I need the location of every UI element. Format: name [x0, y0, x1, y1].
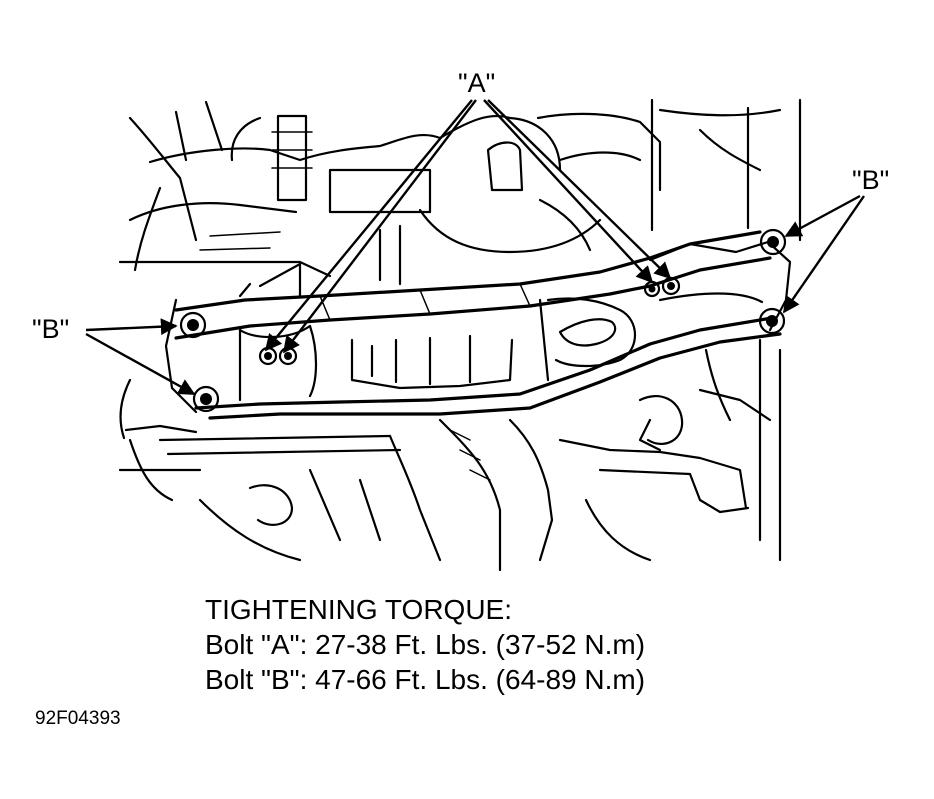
bolt-a-left-pair [258, 346, 298, 366]
bolt-b-left-lower [192, 385, 220, 413]
arrow-a-right-2 [487, 99, 672, 280]
crossmember [164, 230, 792, 420]
torque-bolt-a: Bolt "A": 27-38 Ft. Lbs. (37-52 N.m) [205, 629, 646, 660]
arrow-b-right-upper [784, 194, 861, 238]
torque-spec-block: TIGHTENING TORQUE: Bolt "A": 27-38 Ft. L… [205, 592, 645, 697]
lower-assemblies [118, 338, 782, 572]
arrow-b-left-lower [85, 332, 196, 396]
torque-heading: TIGHTENING TORQUE: [205, 594, 512, 625]
arrow-a-right-1 [483, 99, 654, 284]
callout-a-label: "A" [458, 68, 496, 98]
bolt-b-left-upper [179, 311, 207, 339]
figure-id: 92F04393 [35, 708, 121, 729]
arrow-b-right-lower [783, 195, 865, 314]
leader-arrows [85, 99, 865, 396]
arrow-b-left-upper [85, 318, 178, 336]
callout-b-left-label: "B" [32, 314, 70, 344]
engine-background [118, 98, 802, 286]
torque-bolt-b: Bolt "B": 47-66 Ft. Lbs. (64-89 N.m) [205, 664, 646, 695]
callout-b-right-label: "B" [852, 165, 890, 195]
arrow-a-left-2 [282, 99, 477, 354]
bolt-b-right-lower [758, 307, 786, 335]
bolt-b-right-upper [759, 228, 787, 256]
arrow-a-left-1 [264, 99, 473, 352]
